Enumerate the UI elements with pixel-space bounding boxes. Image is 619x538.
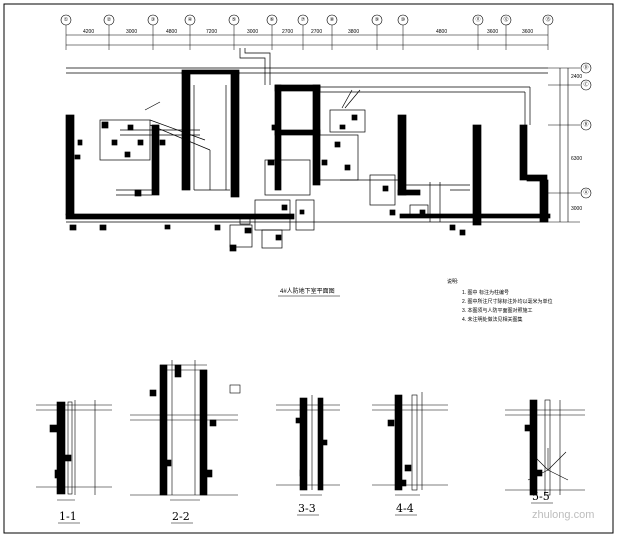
axis-bubble: ① <box>60 14 72 26</box>
note-line: 4. 未注明处做法见相关图集 <box>462 316 523 323</box>
section-label: 4-4 <box>396 502 414 515</box>
axis-bubble: ② <box>103 14 115 26</box>
section-label: 2-2 <box>172 510 190 523</box>
dim-label: 7200 <box>206 29 217 35</box>
floor-plan <box>65 48 551 252</box>
section-4-4 <box>372 392 448 496</box>
svg-text:⑧: ⑧ <box>330 17 335 23</box>
section-3-3 <box>276 395 340 496</box>
dim-label: 4200 <box>83 29 94 35</box>
axis-bubble: ⑫ <box>500 14 512 26</box>
dim-label: 3600 <box>522 29 533 35</box>
notes-heading: 说明: <box>447 278 458 285</box>
axis-bubble: ⑤ <box>228 14 240 26</box>
axis-bubble: Ⓑ <box>580 119 592 131</box>
svg-text:③: ③ <box>151 17 155 23</box>
note-line: 2. 图中所注尺寸除标注外均以毫米为单位 <box>462 298 553 305</box>
dim-label: 6300 <box>571 156 582 162</box>
axis-bubble: ⑪ <box>472 14 484 26</box>
svg-text:⑥: ⑥ <box>270 17 275 23</box>
axis-bubble: ⑧ <box>326 14 338 26</box>
svg-text:Ⓐ: Ⓐ <box>583 189 588 196</box>
section-label: 3-3 <box>298 502 316 515</box>
svg-text:⑨: ⑨ <box>375 17 379 23</box>
note-line: 3. 本图须与人防平面图对照施工 <box>462 307 533 314</box>
svg-text:Ⓓ: Ⓓ <box>583 64 588 71</box>
axis-bubble: ⑥ <box>266 14 278 26</box>
svg-text:⑪: ⑪ <box>475 16 480 23</box>
watermark: zhulong.com <box>532 509 594 521</box>
dim-label: 3600 <box>487 29 498 35</box>
svg-text:④: ④ <box>188 17 193 23</box>
top-axis-group: ① ② ③ ④ ⑤ ⑥ ⑦ ⑧ ⑨ ⑩ ⑪ ⑫ ⑬ 4200 3000 4800… <box>60 14 554 50</box>
svg-text:⑤: ⑤ <box>232 17 236 23</box>
section-label: 5-5 <box>532 490 550 503</box>
dim-label: 2700 <box>282 29 293 35</box>
right-axis-group: Ⓓ Ⓒ Ⓑ Ⓐ 2400 6300 3000 <box>548 62 592 223</box>
dim-label: 2400 <box>571 74 582 80</box>
dim-label: 2700 <box>311 29 322 35</box>
axis-bubble: ⑬ <box>542 14 554 26</box>
svg-text:⑦: ⑦ <box>301 17 306 23</box>
drawing-border <box>3 3 614 534</box>
dim-label: 3000 <box>247 29 258 35</box>
svg-text:Ⓑ: Ⓑ <box>583 121 588 128</box>
notes-block: 说明: 1. 图中 标注为柱编号 2. 图中所注尺寸除标注外均以毫米为单位 3.… <box>447 278 553 323</box>
section-2-2 <box>130 360 241 501</box>
dim-label: 3000 <box>126 29 137 35</box>
svg-text:②: ② <box>107 17 112 23</box>
axis-bubble: ⑨ <box>371 14 383 26</box>
axis-bubble: ④ <box>184 14 196 26</box>
section-5-5 <box>505 399 585 496</box>
section-label: 1-1 <box>59 510 77 523</box>
plan-title: 4#人防地下室平面图 <box>280 287 335 295</box>
dim-label: 3800 <box>348 29 359 35</box>
section-1-1 <box>36 400 112 501</box>
dim-label: 3000 <box>571 206 582 212</box>
svg-text:⑫: ⑫ <box>503 16 508 23</box>
note-line: 1. 图中 标注为柱编号 <box>462 289 509 296</box>
axis-bubble: ⑦ <box>297 14 309 26</box>
axis-bubble: Ⓒ <box>580 79 592 91</box>
axis-bubble: Ⓓ <box>580 62 592 74</box>
svg-text:①: ① <box>64 17 69 23</box>
svg-text:Ⓒ: Ⓒ <box>583 81 588 88</box>
svg-text:⑩: ⑩ <box>401 17 406 23</box>
axis-bubble: ⑩ <box>397 14 409 26</box>
svg-text:⑬: ⑬ <box>545 16 550 23</box>
dim-label: 4800 <box>436 29 447 35</box>
axis-bubble: ③ <box>147 14 159 26</box>
dim-label: 4800 <box>166 29 177 35</box>
axis-bubble: Ⓐ <box>580 187 592 199</box>
